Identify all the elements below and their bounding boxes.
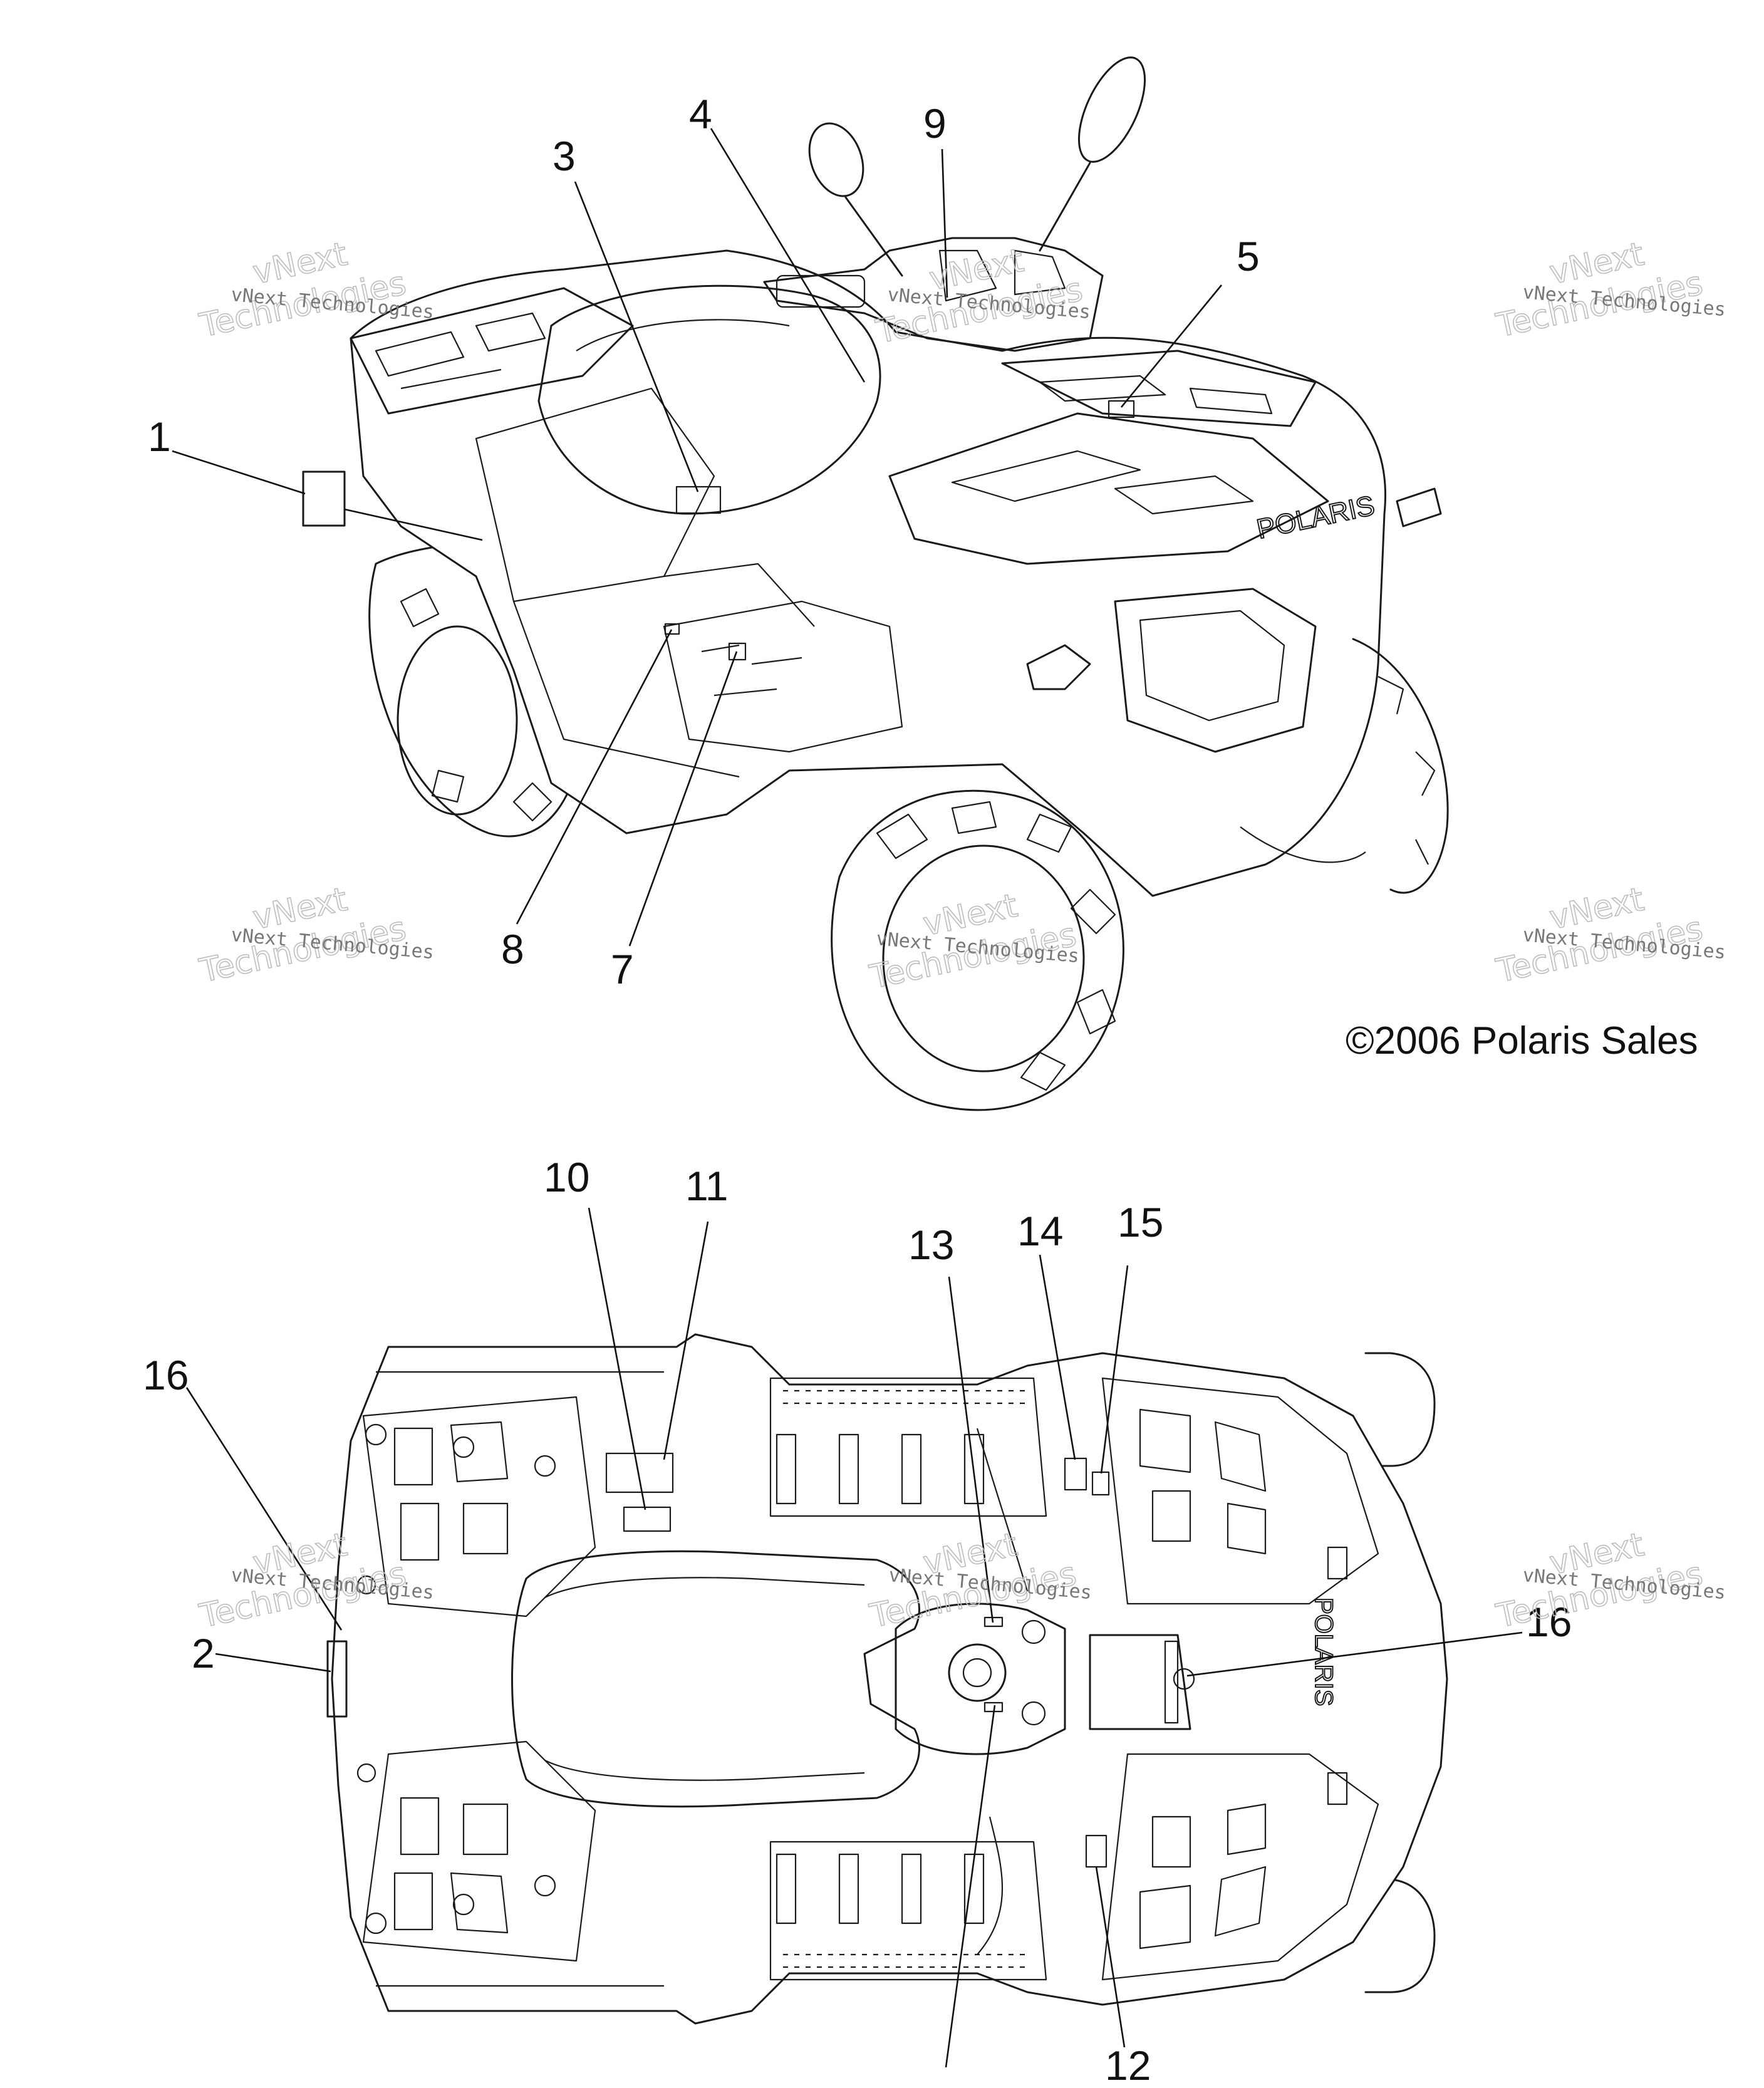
callout-13: 13 (908, 1222, 954, 1268)
callout-2: 2 (192, 1630, 215, 1676)
decal-8-patch (664, 623, 680, 635)
callout-numbers: 1 3 4 9 5 8 7 10 11 13 14 15 16 2 16 12 (143, 91, 1572, 2088)
callout-7: 7 (611, 946, 634, 992)
decal-5-patch (1108, 400, 1135, 418)
callout-12: 12 (1105, 2042, 1151, 2085)
top-brand-decal: POLARIS (1310, 1597, 1337, 1706)
front-right-wheel (1240, 638, 1449, 894)
decal-11-patch (605, 1452, 674, 1493)
callout-15: 15 (1118, 1199, 1163, 1245)
front-fender-top: POLARIS (1089, 1377, 1379, 1981)
decal-10-patch (623, 1506, 672, 1532)
atv-side-view: POLARIS (172, 56, 1449, 1111)
callout-5: 5 (1237, 233, 1260, 279)
copyright-text: ©2006 Polaris Sales (1346, 1019, 1698, 1062)
footrests-top (769, 1377, 1047, 1981)
top-body-outline (331, 1333, 1448, 2025)
callout-8: 8 (501, 926, 524, 972)
tail-light (326, 1640, 348, 1718)
decal-7-patch (728, 642, 747, 661)
callout-1: 1 (148, 413, 171, 460)
rear-rack-top (356, 1396, 596, 1962)
callout-4: 4 (689, 91, 712, 137)
callout-16-right: 16 (1526, 1599, 1572, 1645)
fuel-tank-top (895, 1428, 1066, 1955)
callout-11: 11 (685, 1163, 729, 1209)
front-wheel-bottom (1364, 1878, 1436, 1993)
callout-10: 10 (544, 1154, 589, 1200)
callout-9: 9 (923, 100, 947, 147)
lower-leader-lines (185, 1207, 1523, 2068)
front-wheel-top (1364, 1352, 1436, 1467)
handlebar-assembly (763, 56, 1146, 352)
callout-3: 3 (553, 133, 576, 179)
upper-leader-lines (172, 128, 1223, 947)
decal-1-patch (302, 470, 346, 527)
atv-top-view: POLARIS (185, 1207, 1523, 2068)
decal-3-patch (675, 486, 722, 514)
callout-14: 14 (1017, 1208, 1063, 1254)
front-left-wheel (831, 789, 1124, 1111)
decal-14-patch (1064, 1457, 1087, 1491)
atv-body: POLARIS (350, 249, 1442, 897)
callout-16-left: 16 (143, 1352, 189, 1398)
seat-top (511, 1550, 920, 1808)
